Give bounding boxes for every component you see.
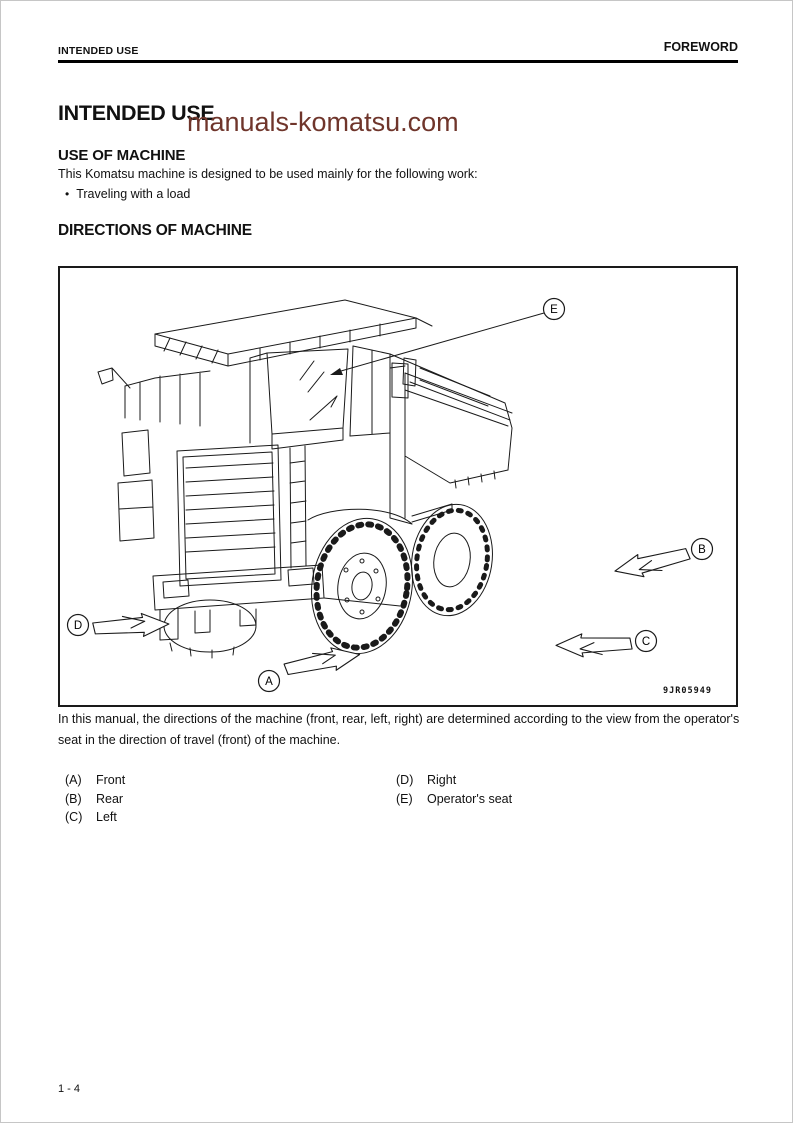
svg-text:E: E [550, 304, 558, 316]
bullet-item: Traveling with a load [65, 187, 190, 201]
page-number: 1 - 4 [58, 1083, 81, 1095]
section-heading-directions: DIRECTIONS OF MACHINE [58, 222, 252, 239]
legend-item-d: (D) Right [396, 771, 512, 790]
watermark-text: manuals-komatsu.com [187, 107, 459, 137]
legend-label: Front [96, 773, 126, 787]
legend-key: (C) [65, 810, 83, 825]
direction-arrow-d [91, 611, 171, 640]
legend-key: (A) [65, 773, 82, 787]
legend-key: (E) [396, 791, 413, 806]
directions-caption: In this manual, the directions of the ma… [58, 712, 740, 747]
direction-arrow-a [282, 642, 363, 681]
legend-key: (D) [396, 773, 414, 787]
legend-label: Right [427, 773, 457, 787]
figure-label-a: A [257, 669, 281, 693]
page-title: INTENDED USE [58, 101, 215, 125]
legend-label: Left [96, 810, 117, 825]
legend-item-b: (B) Rear [65, 790, 125, 809]
running-header-right: FOREWORD [663, 40, 738, 54]
svg-text:D: D [74, 620, 82, 632]
legend-item-a: (A) Front [65, 771, 125, 790]
label-e-leader-line [330, 312, 545, 375]
legend-item-e: (E) Operator's seat [396, 790, 512, 809]
figure-code: 9JR05949 [663, 686, 712, 696]
use-bullet-list: Traveling with a load [65, 187, 190, 201]
directions-figure: A B C D E 9JR05949 [58, 266, 738, 707]
legend-item-c: (C) Left [65, 808, 125, 827]
figure-label-e: E [542, 297, 566, 321]
truck-drawing [97, 299, 513, 659]
legend-column-right: (D) Right (E) Operator's seat [396, 771, 512, 808]
running-header-left: INTENDED USE [58, 45, 139, 57]
section-heading-use-of-machine: USE OF MACHINE [58, 147, 186, 164]
legend-key: (B) [65, 791, 82, 806]
figure-label-c: C [634, 629, 658, 653]
direction-arrow-c [555, 632, 633, 658]
direction-arrow-b [611, 542, 693, 584]
svg-text:B: B [698, 544, 706, 556]
figure-label-b: B [690, 537, 714, 561]
figure-label-d: D [66, 613, 90, 637]
header-rule [58, 60, 738, 63]
truck-illustration: A B C D E [66, 297, 714, 693]
legend-label: Operator's seat [427, 791, 513, 806]
legend-label: Rear [96, 791, 124, 806]
svg-text:A: A [265, 676, 273, 688]
svg-text:C: C [642, 636, 650, 648]
legend-column-left: (A) Front (B) Rear (C) Left [65, 771, 125, 827]
use-intro-text: This Komatsu machine is designed to be u… [58, 167, 478, 181]
